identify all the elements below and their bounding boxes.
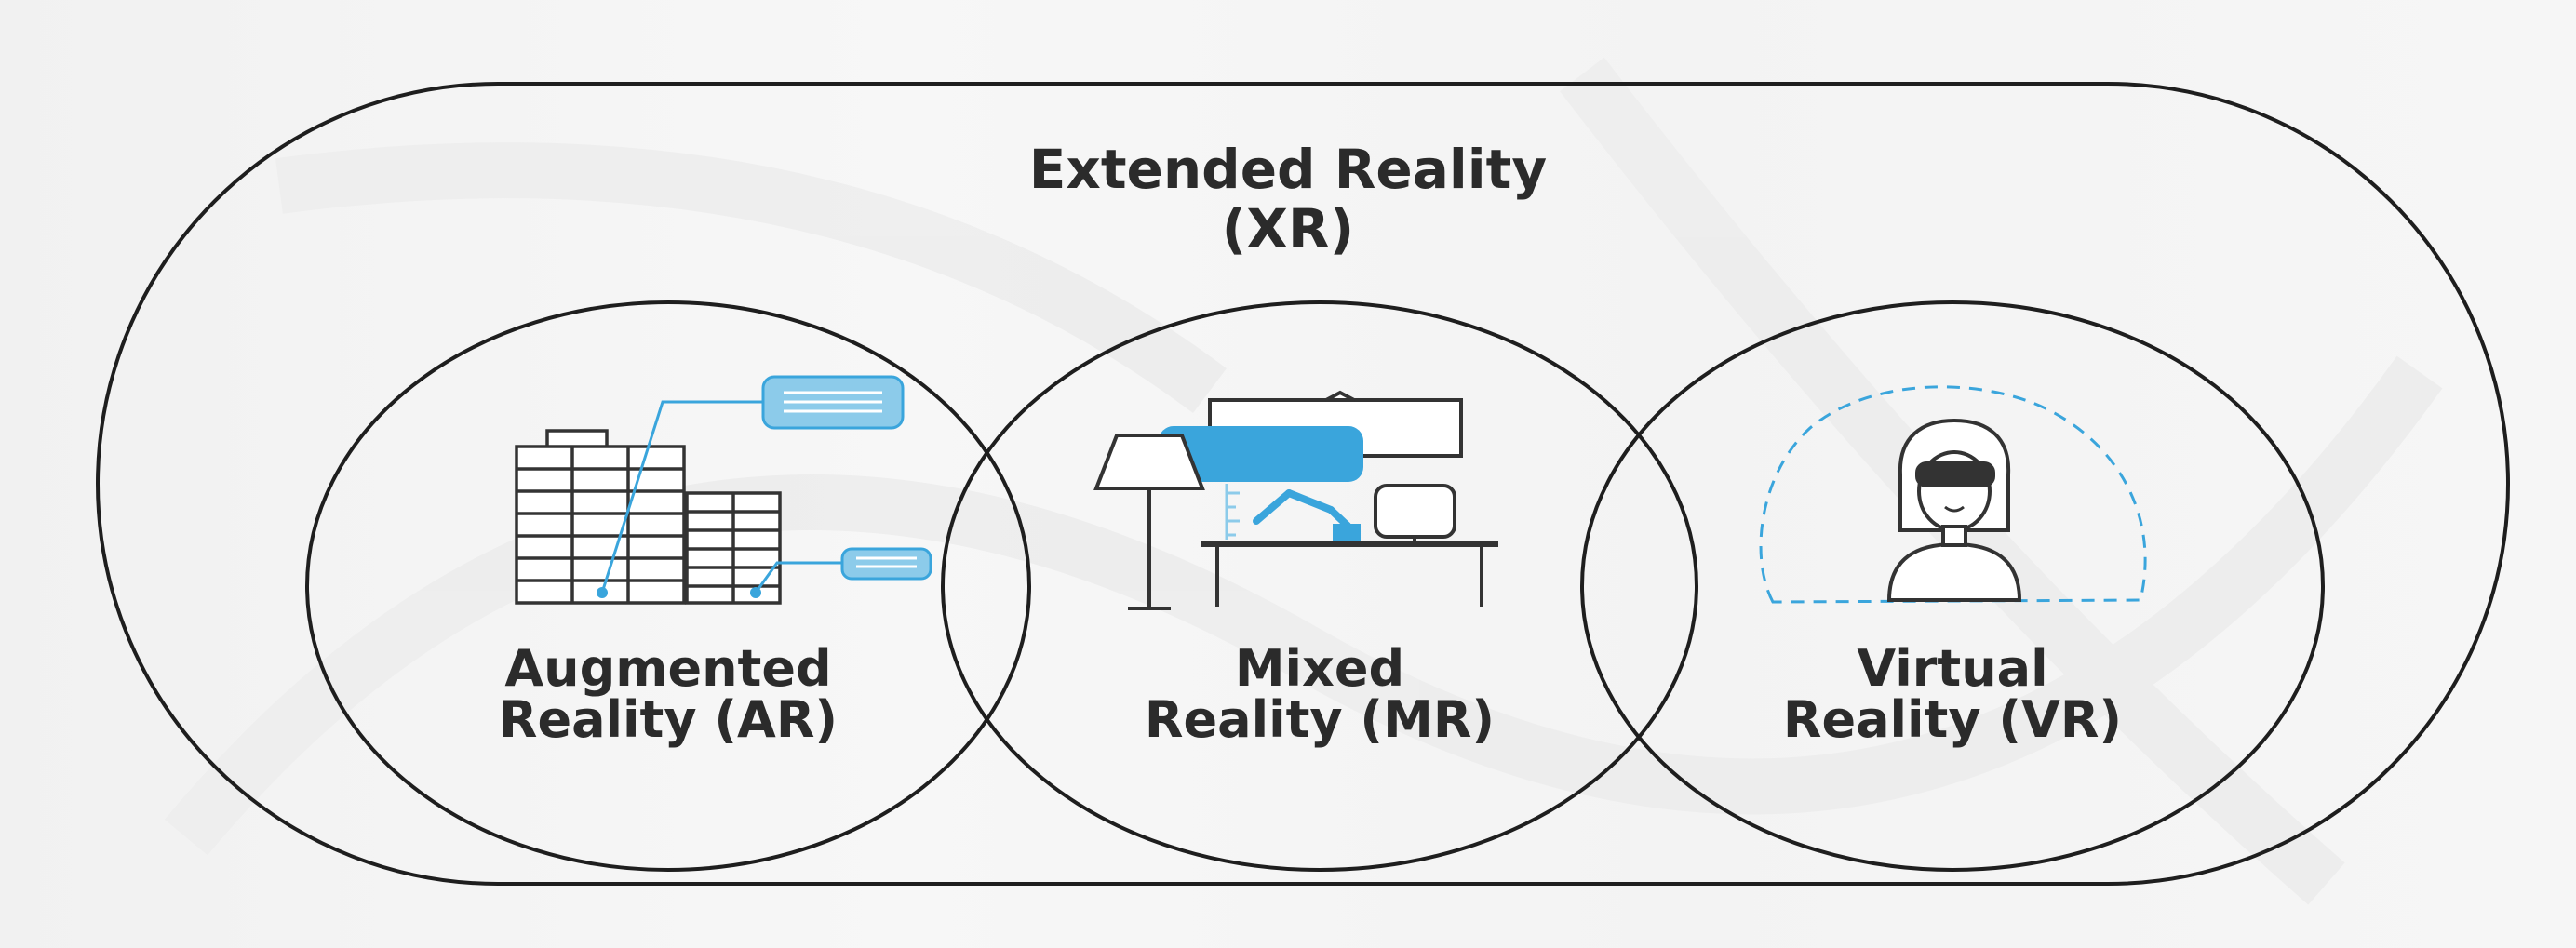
mr-circle	[941, 300, 1698, 872]
xr-title: Extended Reality	[1028, 138, 1548, 201]
monitor	[1374, 484, 1456, 539]
vr-circle	[1580, 300, 2325, 872]
vr-label-line2: Reality (VR)	[1782, 690, 2123, 749]
vr-headset	[1915, 461, 1995, 487]
buildings-with-callouts-icon	[515, 375, 932, 605]
robot-arm	[1253, 489, 1351, 529]
virtual-bubble-dashed	[1759, 385, 2147, 604]
mr-label-line2: Reality (MR)	[1144, 690, 1496, 749]
callout-pointer-line	[600, 400, 763, 594]
vr-label-line1: Virtual	[1857, 639, 2048, 698]
ar-circle	[305, 300, 1031, 872]
mr-label-line1: Mixed	[1234, 639, 1405, 698]
ar-label-line1: Augmented	[504, 639, 832, 698]
blue-overlay-panel	[1159, 426, 1363, 482]
xr-title-abbrev: (XR)	[1221, 197, 1355, 260]
desk-lamp-robot-arm-icon	[1093, 390, 1498, 610]
person-vr-headset-icon	[1759, 385, 2147, 604]
callout-pointer-line	[754, 561, 842, 594]
ar-label-line2: Reality (AR)	[498, 690, 839, 749]
xr-outer-capsule	[96, 82, 2510, 886]
callout-box-small	[840, 547, 932, 581]
lamp-shade	[1093, 434, 1205, 490]
